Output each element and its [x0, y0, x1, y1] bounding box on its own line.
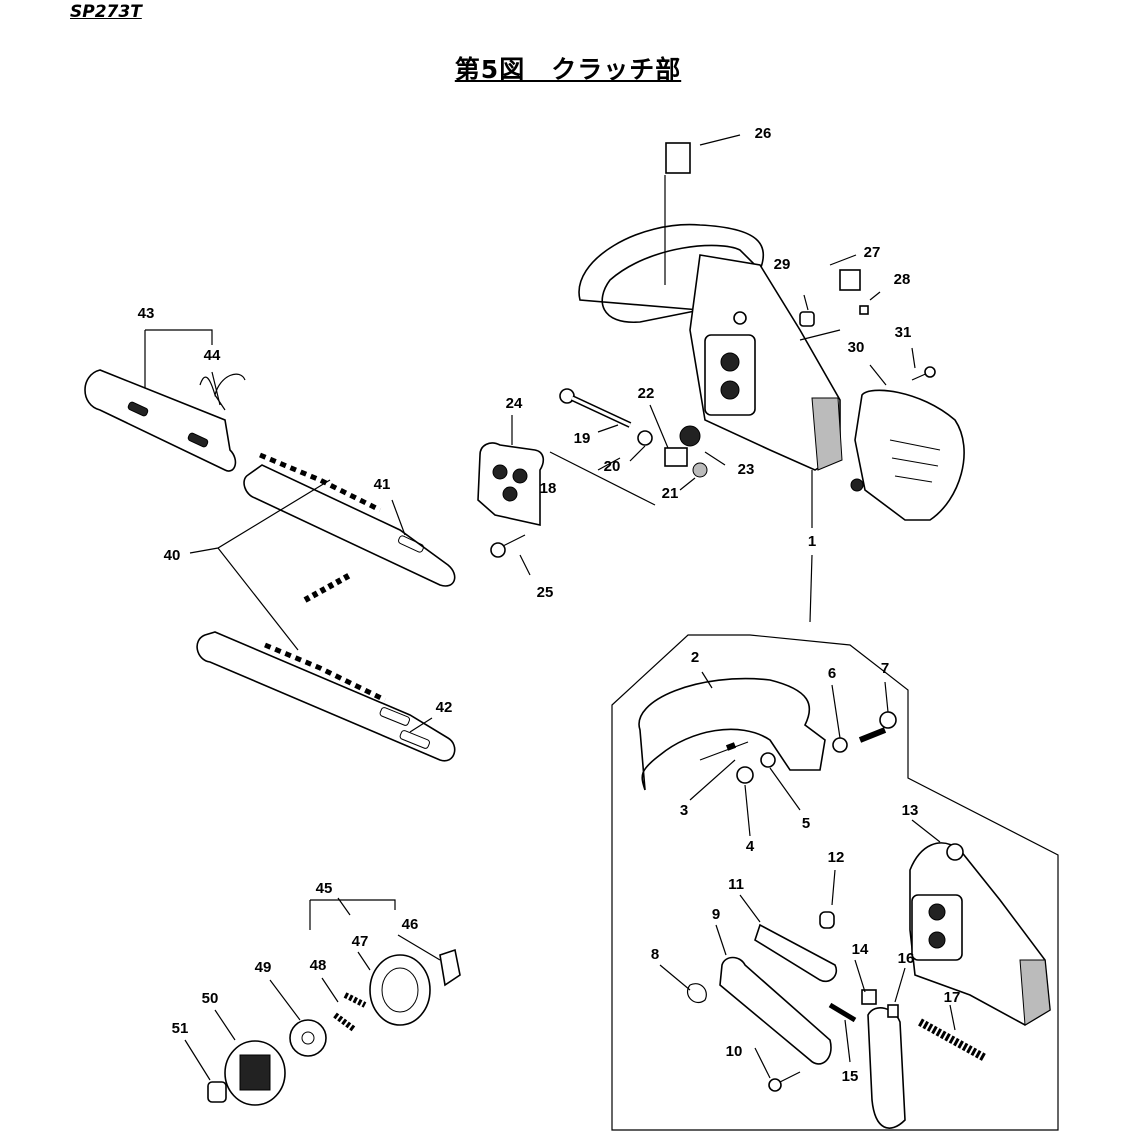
callout-45: 45 — [316, 880, 333, 897]
callout-28: 28 — [894, 271, 911, 288]
callout-2: 2 — [691, 649, 699, 666]
callout-42: 42 — [436, 699, 453, 716]
callout-5: 5 — [802, 815, 810, 832]
callout-9: 9 — [712, 906, 720, 923]
callout-41: 41 — [374, 476, 391, 493]
callout-47: 47 — [352, 933, 369, 950]
callout-23: 23 — [738, 461, 755, 478]
callout-30: 30 — [848, 339, 865, 356]
callout-11: 11 — [728, 876, 744, 893]
callout-labels: 1 2 3 4 5 6 7 8 9 10 11 12 13 14 15 16 1… — [138, 125, 961, 1085]
guide-bar-and-chain-drawing — [84, 329, 456, 762]
callout-19: 19 — [574, 430, 591, 447]
callout-21: 21 — [662, 485, 679, 502]
callout-14: 14 — [852, 941, 869, 958]
callout-27: 27 — [864, 244, 881, 261]
callout-48: 48 — [310, 957, 327, 974]
callout-51: 51 — [172, 1020, 189, 1037]
chain-tensioner-drawing — [477, 388, 726, 576]
callout-13: 13 — [902, 802, 919, 819]
callout-4: 4 — [746, 838, 755, 855]
callout-12: 12 — [828, 849, 845, 866]
callout-25: 25 — [537, 584, 554, 601]
model-name: SP273T — [70, 2, 142, 22]
callout-46: 46 — [402, 916, 419, 933]
callout-50: 50 — [202, 990, 219, 1007]
clutch-parts-drawing — [184, 897, 461, 1106]
figure-title: 第5図 クラッチ部 — [454, 55, 682, 84]
callout-49: 49 — [255, 959, 272, 976]
callout-31: 31 — [895, 324, 912, 341]
callout-26: 26 — [755, 125, 772, 142]
callout-8: 8 — [651, 946, 659, 963]
callout-24: 24 — [506, 395, 523, 412]
callout-1: 1 — [808, 533, 816, 550]
callout-7: 7 — [881, 660, 889, 677]
callout-29: 29 — [774, 256, 791, 273]
brake-parts-drawing — [638, 671, 1051, 1129]
callout-15: 15 — [842, 1068, 859, 1085]
chain-cover-assembly-drawing — [578, 134, 965, 623]
callout-16: 16 — [898, 950, 915, 967]
callout-17: 17 — [944, 989, 961, 1006]
callout-6: 6 — [828, 665, 836, 682]
brake-assembly-box — [611, 634, 1059, 1131]
callout-10: 10 — [726, 1043, 743, 1060]
callout-44: 44 — [204, 347, 221, 364]
callout-3: 3 — [680, 802, 688, 819]
callout-40: 40 — [164, 547, 181, 564]
callout-18: 18 — [540, 480, 557, 497]
callout-22: 22 — [638, 385, 655, 402]
callout-43: 43 — [138, 305, 155, 322]
callout-20: 20 — [604, 458, 621, 475]
